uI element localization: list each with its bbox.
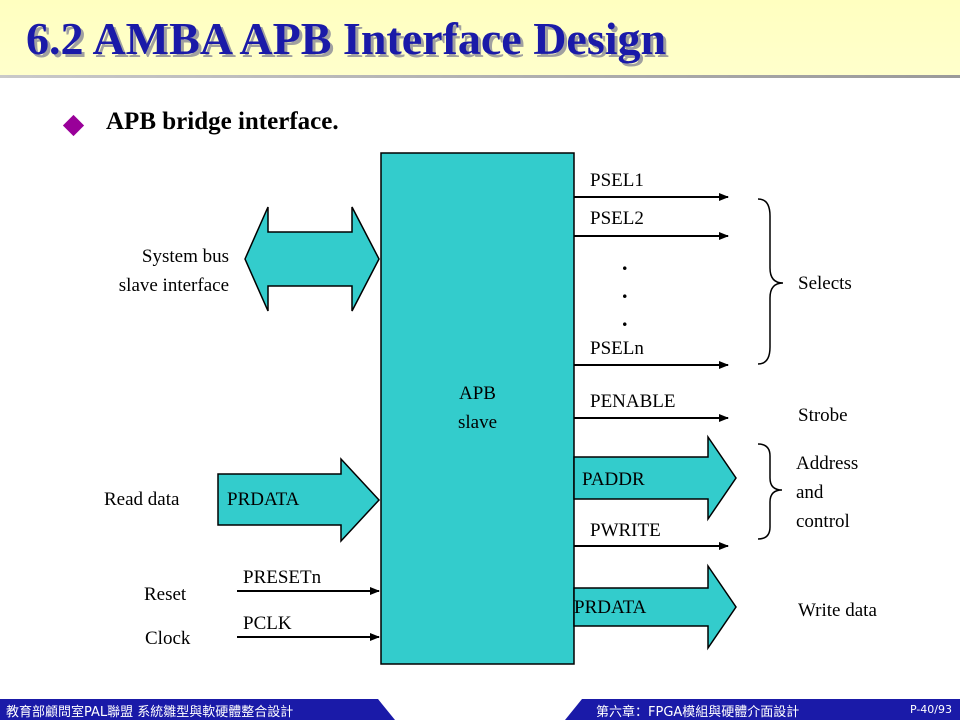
footer-chapter-title: 第六章：FPGA模組與硬體介面設計	[596, 705, 800, 720]
selects-brace	[757, 198, 784, 365]
address-label-line3: control	[796, 511, 850, 532]
footer-course-title: 教育部顧問室PAL聯盟 系統雛型與軟硬體整合設計	[6, 705, 294, 720]
address-label-line2: and	[796, 482, 824, 503]
address-control-brace	[757, 443, 783, 540]
psel1-label: PSEL1	[590, 170, 644, 191]
paddr-label: PADDR	[582, 469, 645, 490]
psel2-label: PSEL2	[590, 208, 644, 229]
selects-label: Selects	[798, 273, 852, 294]
footer-page-number: P-40/93	[909, 703, 952, 716]
system-bus-bidirectional-arrow	[244, 206, 380, 312]
prdata-in-label: PRDATA	[227, 489, 300, 510]
slide-title: 6.2 AMBA APB Interface Design	[26, 13, 667, 64]
presetn-label: PRESETn	[243, 567, 322, 588]
ellipsis-dot-1: .	[622, 250, 628, 275]
bullet-text: APB bridge interface.	[106, 108, 339, 135]
address-label-line1: Address	[796, 453, 859, 474]
ellipsis-dot-2: .	[622, 278, 628, 303]
pseln-label: PSELn	[590, 338, 644, 359]
clock-label: Clock	[145, 628, 191, 649]
read-data-label: Read data	[104, 489, 180, 510]
ellipsis-dot-3: .	[622, 306, 628, 331]
prdata-out-label: PRDATA	[574, 597, 647, 618]
reset-label: Reset	[144, 584, 187, 605]
apb-slave-block	[380, 152, 575, 665]
footer-right-bar	[565, 699, 960, 720]
footer-left-bar	[0, 699, 395, 720]
prdata-out-block-arrow	[573, 563, 737, 651]
title-underline	[0, 75, 960, 78]
strobe-label: Strobe	[798, 405, 848, 426]
title-bar: 6.2 AMBA APB Interface Design	[0, 0, 960, 78]
system-bus-label-line2: slave interface	[118, 275, 229, 296]
write-data-label: Write data	[798, 600, 877, 621]
paddr-block-arrow	[573, 434, 737, 522]
pclk-label: PCLK	[243, 613, 292, 634]
pwrite-label: PWRITE	[590, 520, 661, 541]
read-data-block-arrow	[217, 457, 381, 543]
system-bus-label-line1: System bus	[141, 246, 229, 267]
apb-block-label-line2: slave	[457, 412, 498, 433]
penable-label: PENABLE	[590, 391, 676, 412]
apb-block-label-line1: APB	[459, 383, 496, 404]
